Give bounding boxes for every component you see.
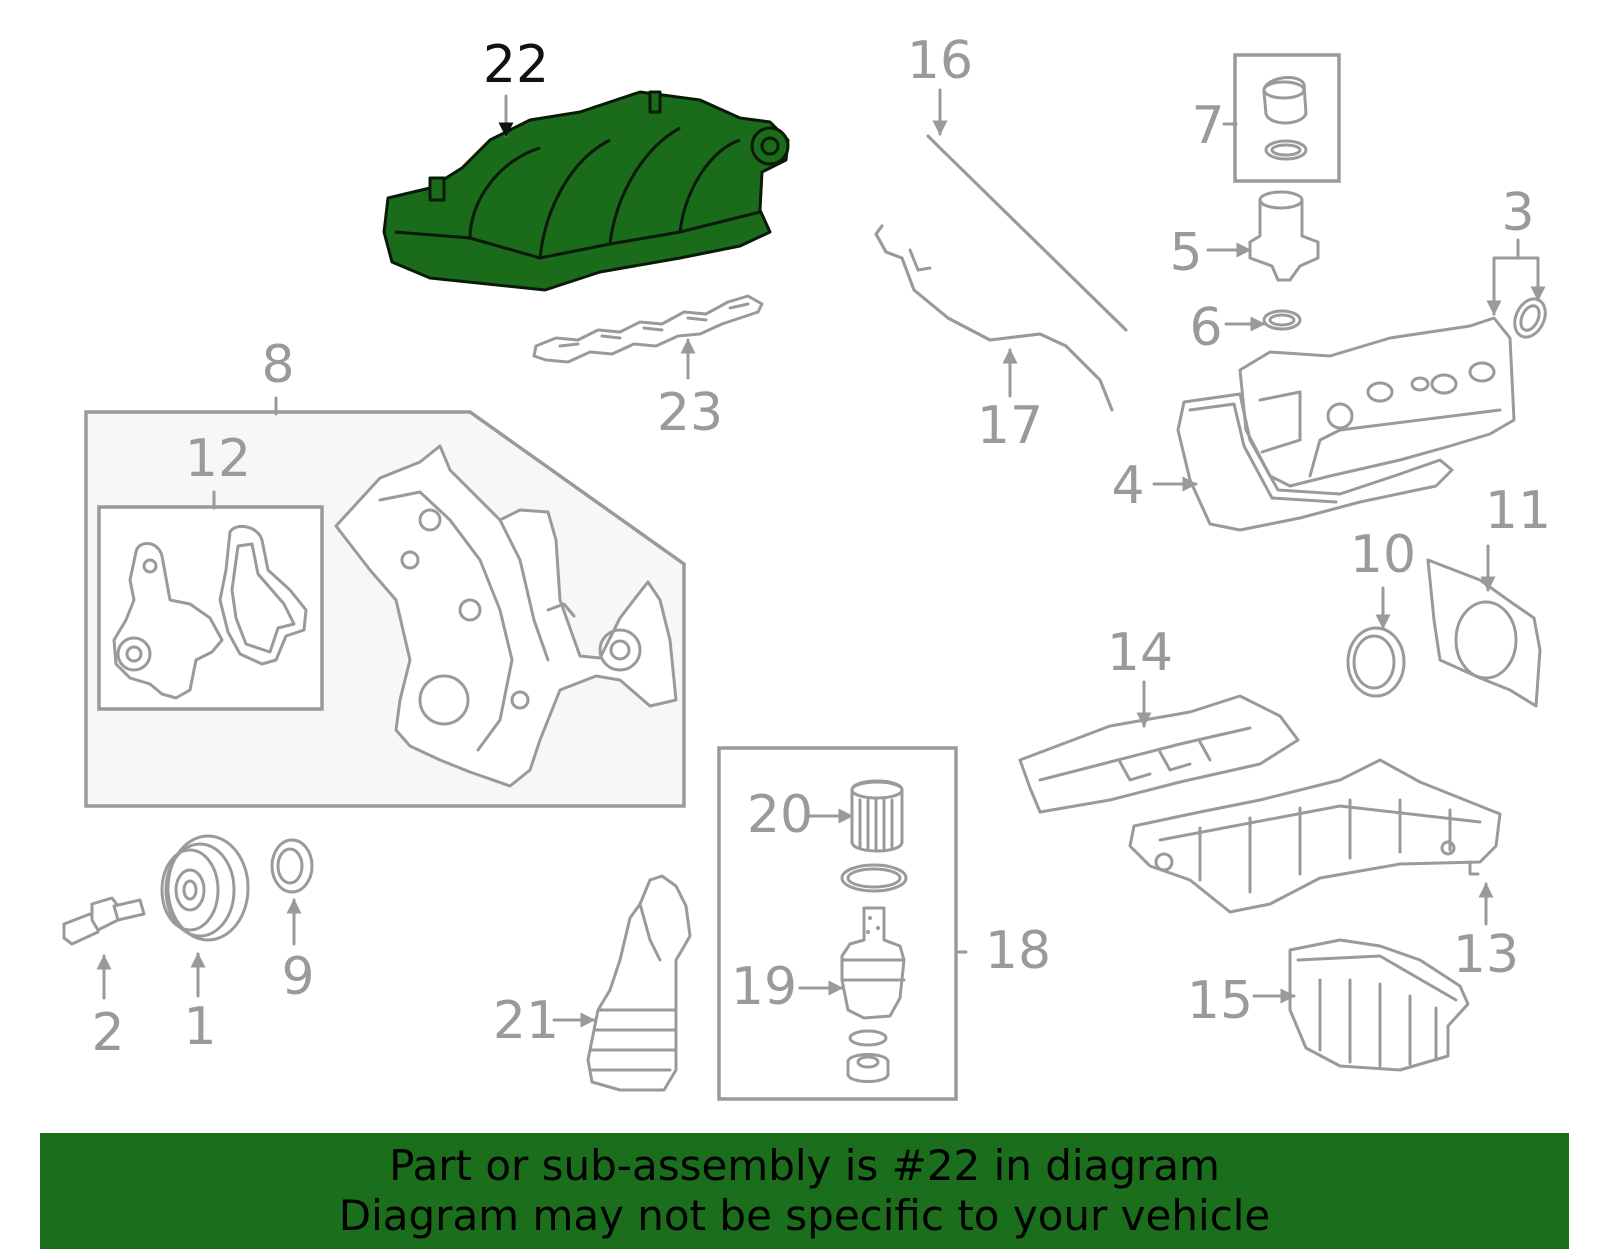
callout-8: 8 — [261, 335, 294, 395]
oil-filler-cap-part-7[interactable] — [1262, 76, 1308, 161]
rear-seal-part-10[interactable] — [1346, 626, 1406, 698]
parts-diagram: 22 23 16 17 7 5 6 3 4 8 12 11 10 14 13 1… — [62, 31, 1551, 1101]
upper-oil-pan-part-13[interactable] — [1128, 758, 1502, 914]
oil-filter-cap-part-19[interactable] — [840, 906, 906, 1020]
intake-manifold-part-22[interactable] — [382, 90, 790, 292]
callout-21: 21 — [493, 991, 559, 1051]
callout-1: 1 — [183, 997, 216, 1057]
seal-part-3[interactable] — [1509, 294, 1551, 342]
oil-filter-element-part-20[interactable] — [850, 779, 904, 853]
part-18-box — [717, 746, 958, 1101]
timing-cover-part-8[interactable] — [334, 444, 678, 788]
banner-line-1: Part or sub-assembly is #22 in diagram — [389, 1141, 1220, 1190]
callout-4: 4 — [1111, 456, 1144, 516]
info-banner: Part or sub-assembly is #22 in diagram D… — [40, 1133, 1569, 1249]
callout-2: 2 — [91, 1003, 124, 1063]
o-ring-filter[interactable] — [840, 863, 908, 893]
callout-leaders — [96, 88, 1546, 1028]
oil-pan-baffle-part-14[interactable] — [1018, 694, 1300, 814]
callout-labels: 22 23 16 17 7 5 6 3 4 8 12 11 10 14 13 1… — [91, 31, 1551, 1063]
callout-13: 13 — [1453, 925, 1519, 985]
callout-18: 18 — [985, 921, 1051, 981]
callout-7: 7 — [1191, 96, 1224, 156]
water-pump-part-12[interactable] — [112, 524, 308, 700]
callout-20: 20 — [747, 785, 813, 845]
oil-seal-part-9[interactable] — [270, 838, 314, 894]
callout-23: 23 — [657, 383, 723, 443]
o-ring-part-6[interactable] — [1262, 309, 1302, 331]
valve-cover-part-3[interactable] — [1238, 316, 1516, 488]
pulley-bolt-part-2[interactable] — [62, 896, 146, 946]
valve-cover-gasket-part-4[interactable] — [1176, 392, 1454, 532]
callout-9: 9 — [281, 947, 314, 1007]
callout-15: 15 — [1187, 971, 1253, 1031]
drain-plug-filter[interactable] — [846, 1029, 890, 1083]
dipstick-part-16[interactable] — [926, 134, 1128, 332]
crankshaft-pulley-part-1[interactable] — [160, 834, 250, 942]
callout-19: 19 — [731, 957, 797, 1017]
callout-6: 6 — [1189, 298, 1222, 358]
seal-retainer-part-11[interactable] — [1426, 558, 1542, 708]
callout-3: 3 — [1501, 183, 1534, 243]
callout-11: 11 — [1485, 481, 1551, 541]
dipstick-tube-part-17[interactable] — [874, 224, 1114, 412]
callout-5: 5 — [1169, 223, 1202, 283]
callout-10: 10 — [1350, 525, 1416, 585]
lower-oil-pan-part-15[interactable] — [1288, 938, 1470, 1072]
callout-12: 12 — [185, 429, 251, 489]
callout-17: 17 — [977, 396, 1043, 456]
callout-16: 16 — [907, 31, 973, 91]
banner-line-2: Diagram may not be specific to your vehi… — [338, 1191, 1271, 1240]
callout-22: 22 — [483, 35, 549, 95]
oil-filter-bracket-part-21[interactable] — [586, 874, 692, 1092]
intake-gasket-part-23[interactable] — [532, 294, 764, 364]
oil-filler-neck-part-5[interactable] — [1248, 190, 1320, 282]
callout-14: 14 — [1107, 623, 1173, 683]
